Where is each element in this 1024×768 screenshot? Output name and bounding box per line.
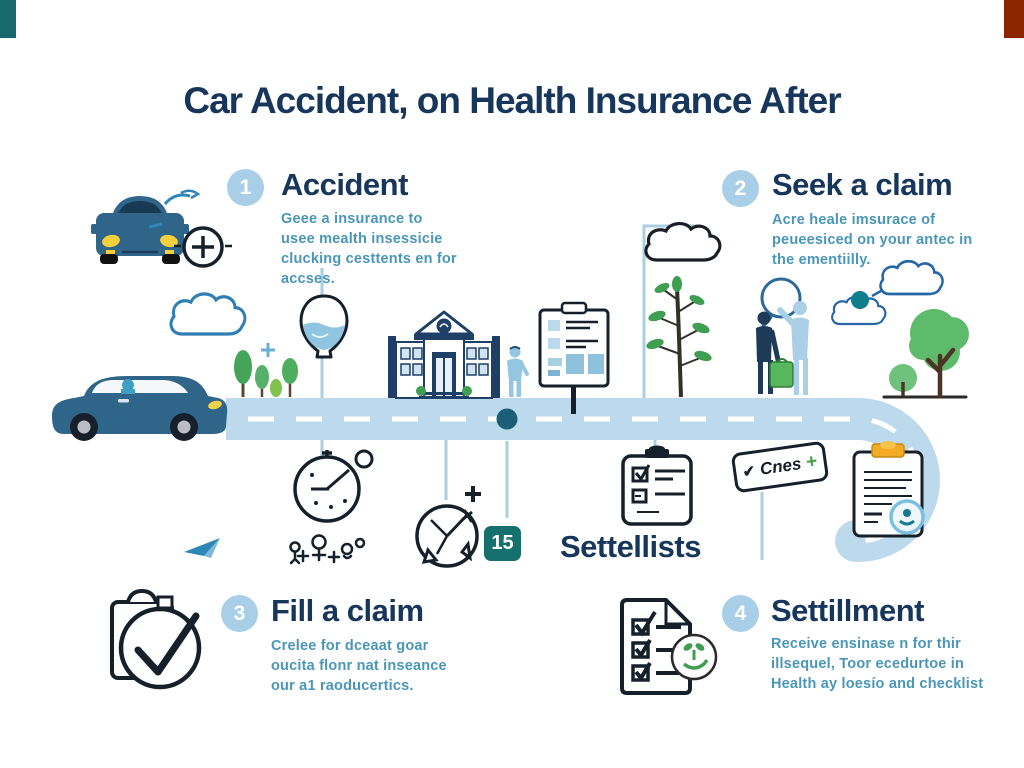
ticket-label: Cnes	[758, 454, 803, 479]
step-4-badge: 4	[722, 595, 759, 632]
hospital-building-icon	[388, 310, 500, 399]
approved-claim-icon	[110, 588, 202, 690]
checklist-icon	[621, 445, 693, 526]
corner-mark-left	[0, 0, 16, 38]
pine-tree-icon	[646, 276, 712, 398]
people-doodles	[289, 534, 366, 565]
step-4-body: Receive ensinase n for thir illsequel, T…	[771, 636, 984, 692]
step-1-body: Geee a insurance to usee mealth insessic…	[281, 211, 457, 287]
car-front-icon	[91, 196, 189, 264]
medical-cross-icon	[174, 226, 232, 268]
round-trees-icon	[882, 309, 969, 399]
corner-mark-right	[1004, 0, 1024, 38]
pedestrian-icon	[507, 346, 529, 397]
step-2-heading: Seek a claim	[772, 167, 953, 202]
cloud-with-dot-icon	[831, 289, 887, 326]
balloon-icon	[299, 294, 349, 359]
step-3-badge: 3	[221, 595, 258, 632]
step-1-badge: 1	[227, 169, 264, 206]
step-3-heading: Fill a claim	[271, 593, 424, 628]
impact-scribbles	[148, 189, 201, 229]
day-count-badge: 15	[484, 526, 521, 561]
checked-document-icon	[620, 598, 718, 695]
step-2-badge: 2	[722, 170, 759, 207]
plus-icon: +	[804, 450, 819, 474]
signboard-icon	[538, 301, 610, 414]
speech-bubble-icon	[760, 277, 802, 328]
center-label: Settellists	[560, 529, 701, 564]
car-side-icon	[52, 376, 228, 441]
cloud-icon	[169, 292, 247, 336]
page-title: Car Accident, on Health Insurance After	[183, 80, 841, 121]
check-icon: ✔	[741, 462, 757, 482]
plus-icon	[261, 343, 275, 357]
small-trees	[234, 343, 298, 397]
road-milestone-dot	[496, 408, 518, 430]
step-1-heading: Accident	[281, 167, 408, 202]
report-clipboard-icon	[852, 441, 925, 538]
step-2-body: Acre heale imsurace of peueesiced on you…	[772, 212, 973, 268]
step-4-heading: Settillment	[771, 593, 924, 628]
stopwatch-icon	[293, 449, 374, 523]
compass-icon	[415, 486, 481, 568]
step-3-body: Crelee for dceaat goar oucita flonr nat …	[271, 638, 447, 694]
paper-plane-icon	[184, 538, 220, 558]
person-with-briefcase-icon	[756, 311, 794, 394]
cloud-icon	[644, 222, 722, 262]
cloud-icon	[879, 259, 944, 296]
person-raising-arm-icon	[777, 301, 809, 395]
